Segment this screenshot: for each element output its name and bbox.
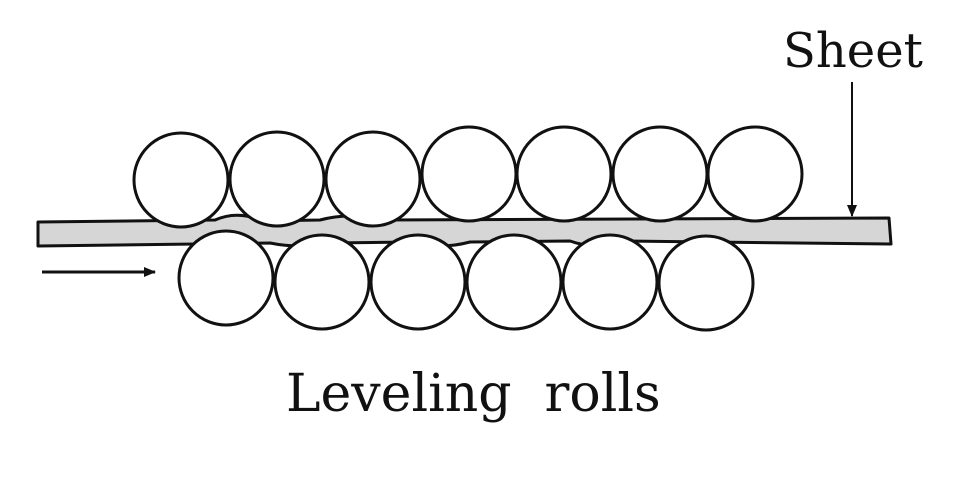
upper-roll bbox=[706, 125, 804, 223]
upper-roll bbox=[611, 125, 709, 223]
lower-roll bbox=[369, 233, 467, 331]
lower-roll bbox=[657, 234, 755, 332]
sheet-label: Sheet bbox=[783, 23, 923, 79]
upper-roll bbox=[515, 125, 613, 223]
lower-roll bbox=[177, 229, 275, 327]
lower-roll bbox=[561, 233, 659, 331]
upper-roll bbox=[132, 131, 230, 229]
leveling-rolls-label: Leveling rolls bbox=[286, 364, 661, 424]
lower-rolls bbox=[177, 229, 755, 332]
lower-roll bbox=[465, 233, 563, 331]
upper-roll bbox=[420, 125, 518, 223]
upper-roll bbox=[324, 130, 422, 228]
upper-rolls bbox=[132, 125, 804, 229]
lower-roll bbox=[273, 233, 371, 331]
upper-roll bbox=[228, 130, 326, 228]
